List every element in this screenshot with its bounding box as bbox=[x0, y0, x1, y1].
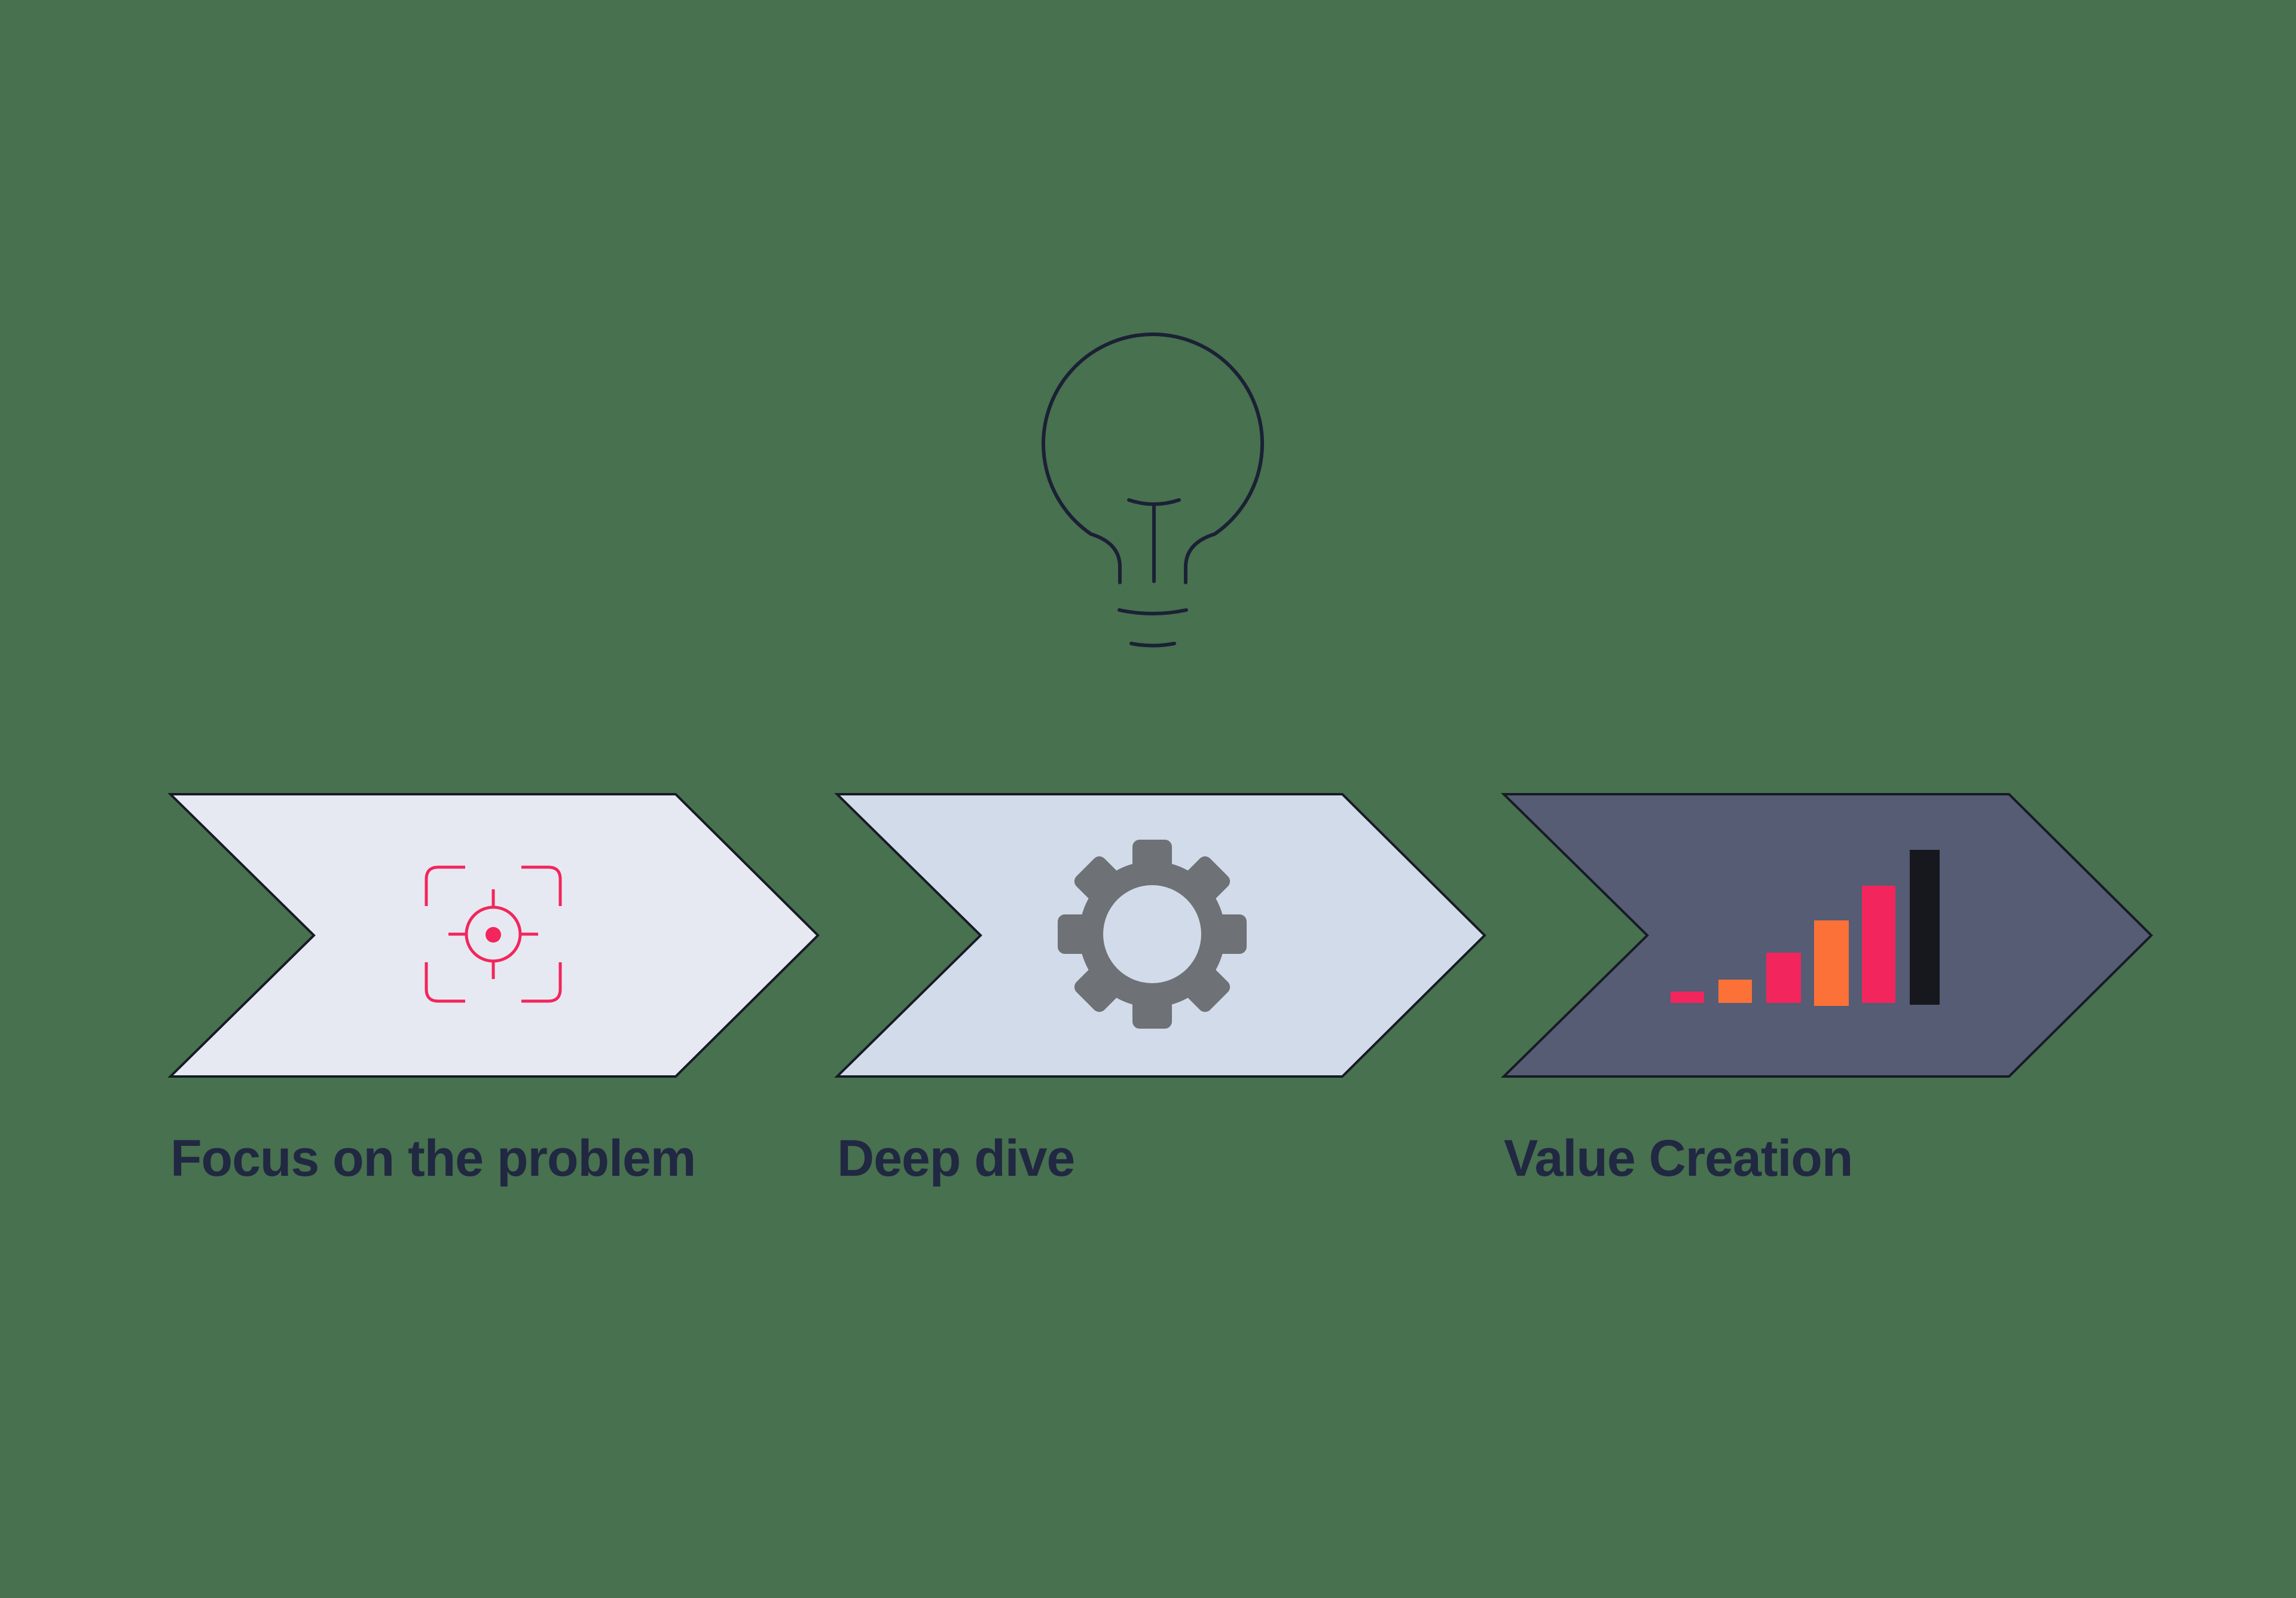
step-label-focus: Focus on the problem bbox=[170, 1130, 696, 1187]
step-label-deep-dive: Deep dive bbox=[837, 1130, 1075, 1187]
lightbulb-base-line-1 bbox=[1118, 608, 1188, 615]
lightbulb-filament-bar bbox=[1127, 498, 1181, 506]
target-bracket-bottom-left bbox=[425, 962, 465, 1003]
target-bracket-top-right bbox=[521, 865, 562, 906]
gear-tooth bbox=[1177, 856, 1231, 909]
gear-hole bbox=[1103, 885, 1201, 983]
bar-6 bbox=[1910, 850, 1940, 1005]
target-bracket-bottom-right bbox=[521, 962, 562, 1003]
gear-tooth bbox=[1132, 986, 1172, 1029]
gear-tooth bbox=[1132, 840, 1172, 883]
target-icon bbox=[425, 865, 562, 1003]
bar-3 bbox=[1766, 953, 1801, 1003]
gear-icon bbox=[1058, 840, 1247, 1029]
lightbulb-icon bbox=[1042, 333, 1264, 648]
gear-tooth bbox=[1058, 914, 1101, 954]
step-label-value-creation: Value Creation bbox=[1504, 1130, 1853, 1187]
lightbulb-base-line-2 bbox=[1129, 642, 1176, 648]
gear-tooth bbox=[1074, 959, 1127, 1013]
target-center-dot bbox=[486, 927, 501, 943]
bar-1 bbox=[1671, 992, 1704, 1003]
bar-4 bbox=[1814, 920, 1849, 1006]
bar-2 bbox=[1718, 980, 1752, 1003]
gear-tooth bbox=[1204, 914, 1247, 954]
gear-tooth bbox=[1074, 856, 1127, 909]
target-bracket-top-left bbox=[425, 865, 465, 906]
lightbulb-glass-outline bbox=[1042, 333, 1264, 584]
bar-chart-icon bbox=[1671, 850, 1940, 1006]
bar-5 bbox=[1862, 886, 1895, 1003]
gear-tooth bbox=[1177, 959, 1231, 1013]
